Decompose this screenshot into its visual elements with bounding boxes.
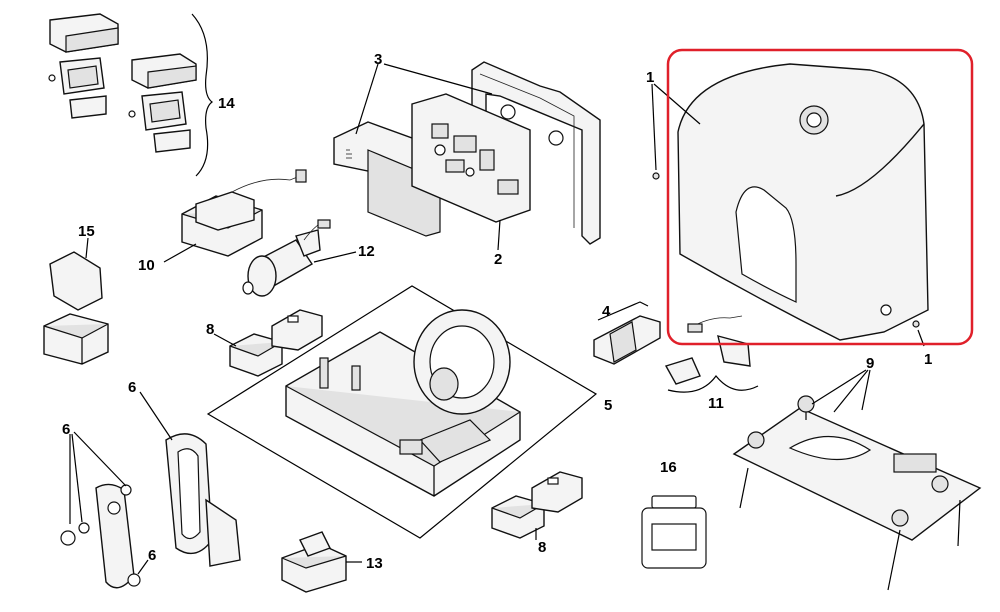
part-11-limit-switch[interactable] [664,315,759,393]
callout-3: 3 [374,51,382,68]
highlight-frame [666,48,974,346]
part-6-release-lever[interactable] [60,391,241,589]
callout-5: 5 [604,397,612,414]
part-12-motor[interactable] [242,219,357,297]
callout-2: 2 [494,251,502,268]
callout-10: 10 [138,257,155,274]
part-15-packaging-box[interactable] [43,237,109,365]
callout-4: 4 [602,303,611,320]
callout-8-right: 8 [538,539,546,556]
part-8-stop-block-right[interactable] [491,471,583,540]
callout-12: 12 [358,243,375,260]
callout-6-bottom: 6 [148,547,156,564]
part-16-grease-jar[interactable] [641,495,707,569]
part-13-key-block[interactable] [281,531,362,593]
callout-14: 14 [218,95,235,112]
callout-15: 15 [78,223,95,240]
callout-16: 16 [660,459,677,476]
callout-9: 9 [866,355,874,372]
part-10-transformer[interactable] [163,169,307,263]
callout-6-screws: 6 [62,421,70,438]
callout-8-left: 8 [206,321,214,338]
part-9-foundation-plate[interactable] [732,369,982,591]
callout-6-lever: 6 [128,379,136,396]
part-1-housing-cover[interactable] [651,63,929,347]
part-5-gearbox-base[interactable] [206,285,598,539]
part-8-stop-block-left[interactable] [213,309,323,377]
callout-11: 11 [708,395,724,412]
part-2-control-board[interactable] [411,93,531,251]
callout-labels: 1 1 2 3 4 5 6 6 6 8 8 9 10 11 12 13 14 1… [62,51,932,572]
part-4-bracket[interactable] [593,301,661,365]
part-3-leaders [355,63,493,135]
callout-1-bottom: 1 [924,351,932,368]
part-14-limit-brackets[interactable] [48,13,213,177]
part-3-cover-frame[interactable] [333,61,601,245]
callout-13: 13 [366,555,383,572]
callout-1-top: 1 [646,69,654,86]
